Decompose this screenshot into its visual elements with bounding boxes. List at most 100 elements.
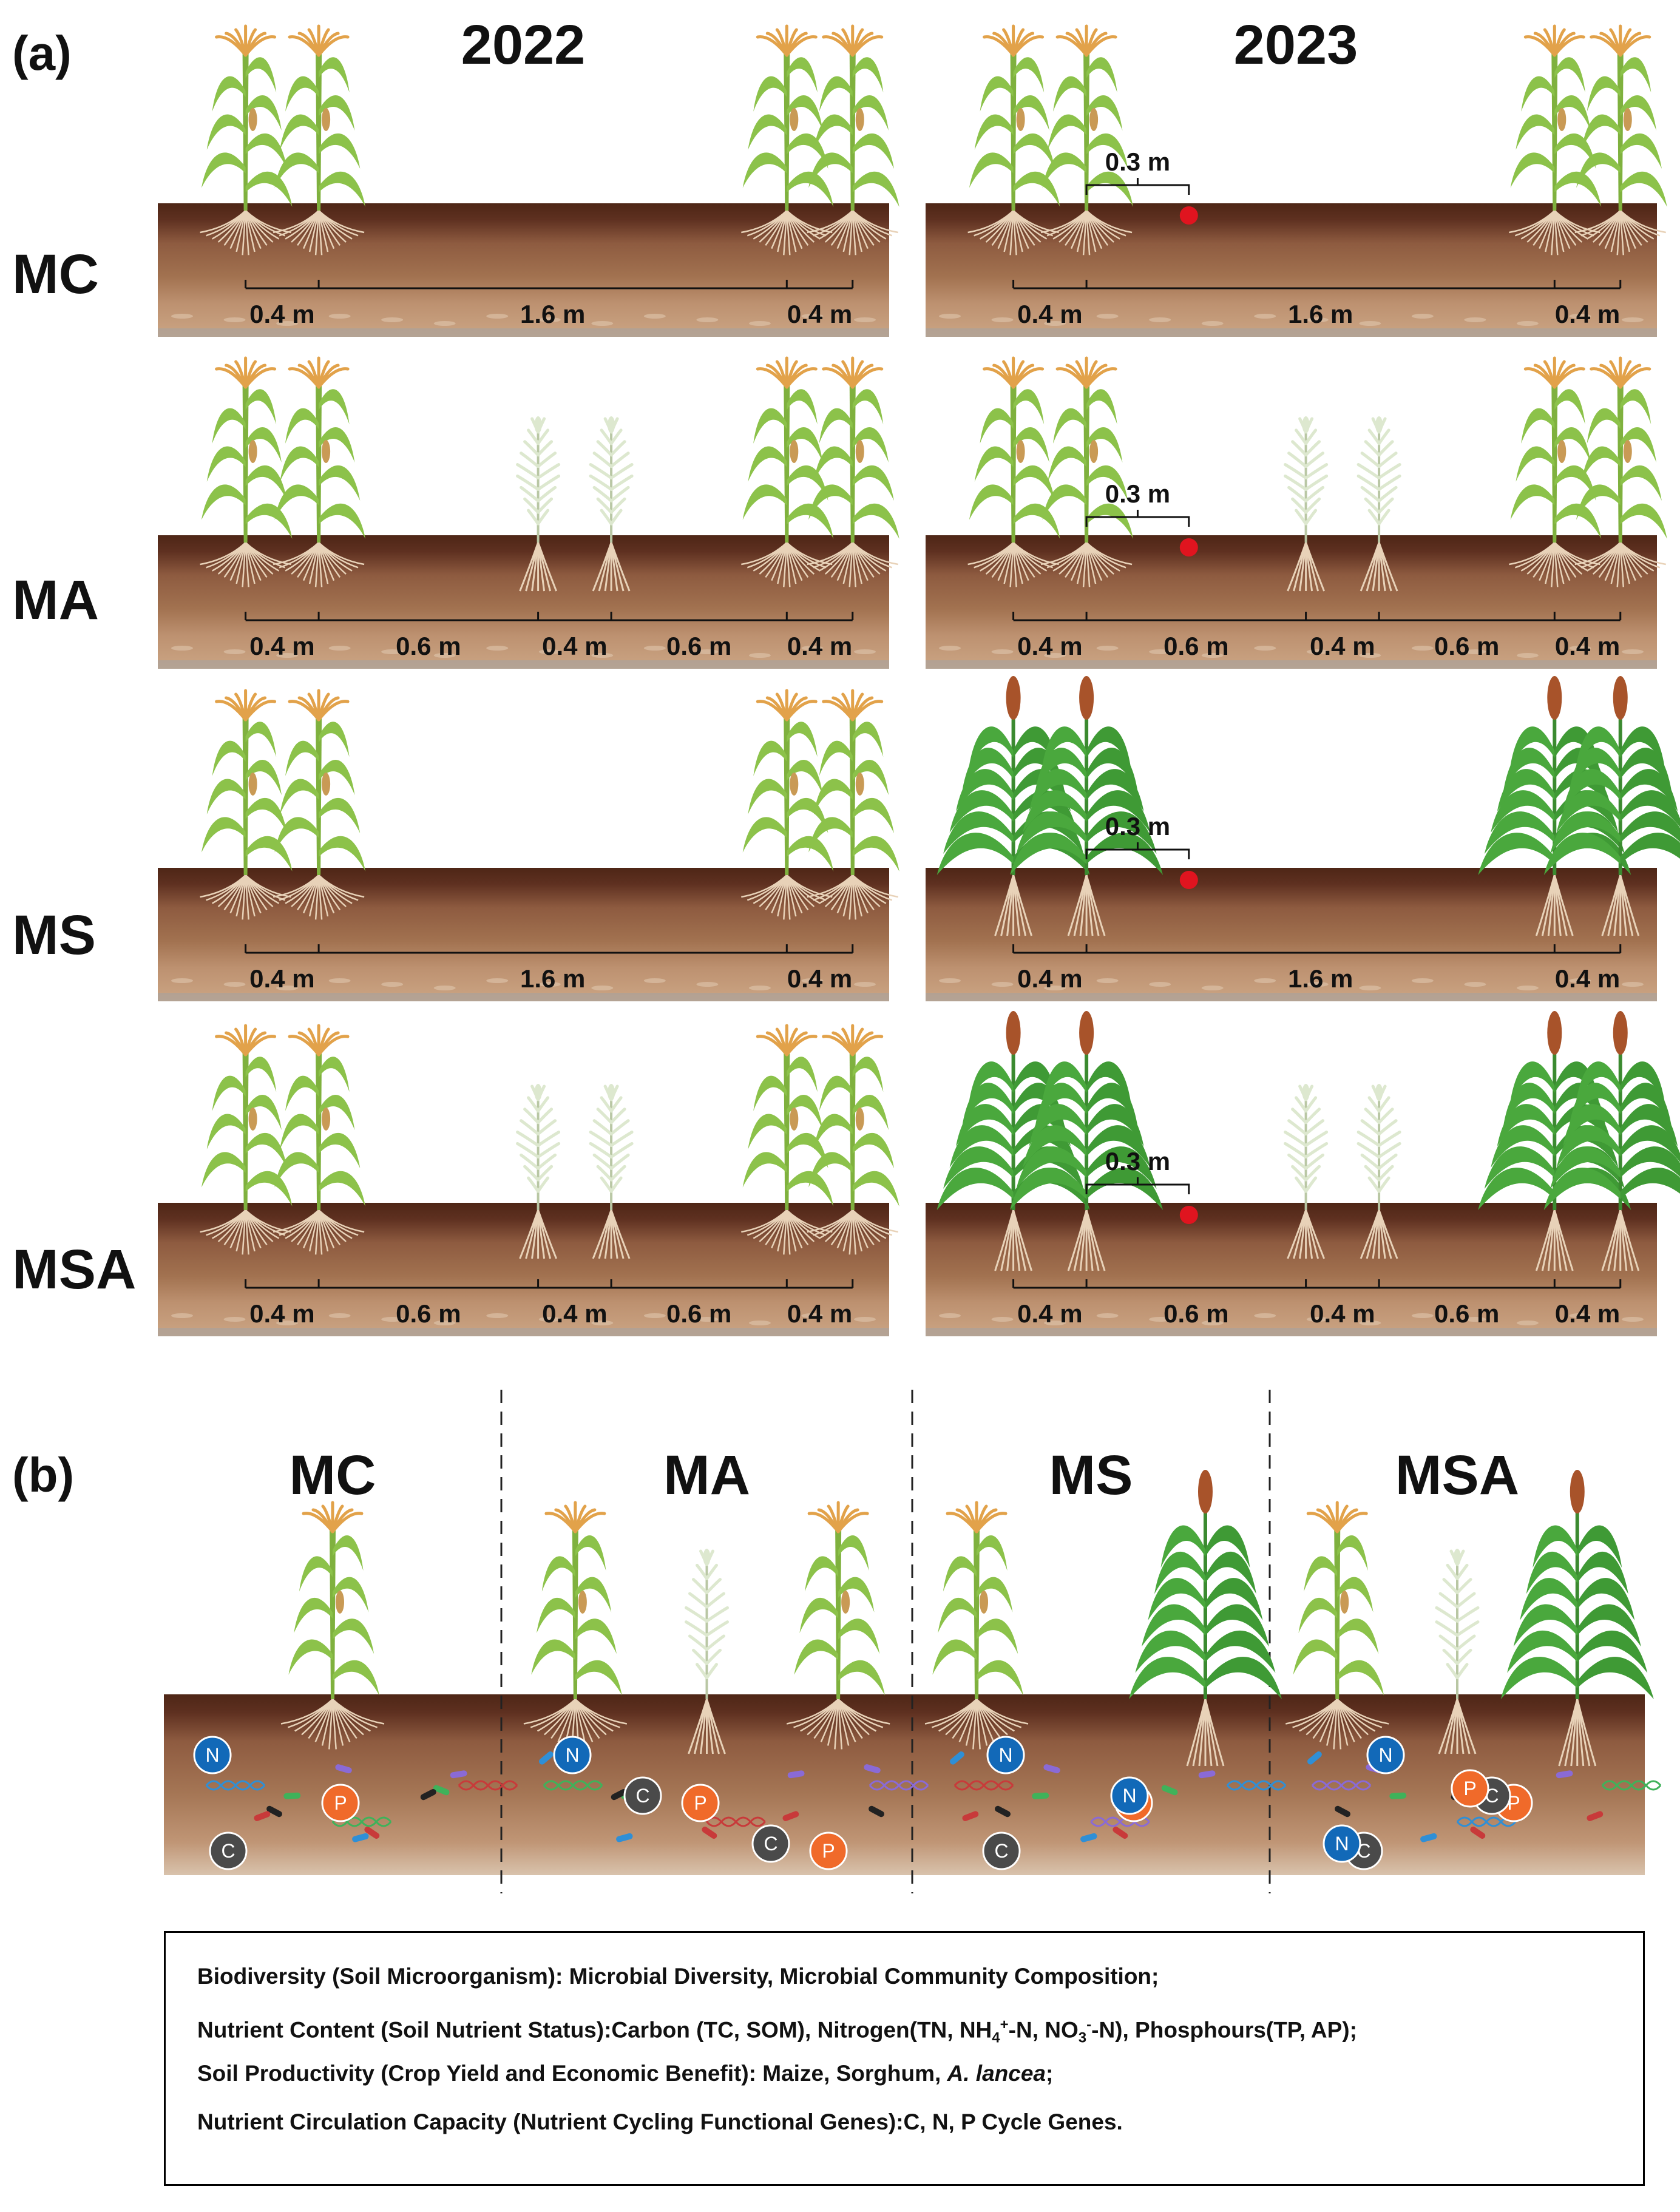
maize-plant — [531, 1501, 622, 1699]
maize-leaf — [319, 503, 366, 539]
maize-ear — [855, 773, 864, 796]
maize-leaf — [245, 836, 293, 871]
tap-roots — [994, 1209, 1033, 1271]
maize-leaf — [294, 1597, 333, 1634]
maize-ear — [790, 440, 799, 463]
soil-pebble — [538, 317, 561, 322]
soil-bedrock — [926, 328, 1657, 337]
tap-roots — [1535, 874, 1574, 936]
dna-strand — [1601, 1780, 1662, 1791]
lancea-leaf — [1304, 440, 1321, 457]
maize-plant — [742, 689, 834, 875]
maize-leaf — [838, 1535, 869, 1571]
lancea-leaf — [527, 1176, 540, 1193]
lancea-leaf — [1438, 1634, 1459, 1651]
maize-plant — [742, 356, 834, 543]
maize-leaf — [319, 427, 355, 463]
nutrient-badge: N — [1110, 1776, 1149, 1815]
maize-leaf — [1620, 465, 1662, 501]
fibrous-roots — [924, 1699, 1029, 1750]
sorghum-leaf — [1577, 1604, 1641, 1647]
maize-leaf — [1086, 465, 1128, 501]
maize-leaf — [1510, 152, 1555, 188]
maize-leaf — [819, 76, 853, 112]
maize-leaf — [245, 797, 287, 834]
maize-leaf — [819, 740, 853, 776]
sorghum-leaf — [1205, 1525, 1250, 1568]
maize-leaf — [280, 779, 319, 814]
nutrient-symbol: N — [998, 1744, 1012, 1766]
maize-tassel — [1335, 1512, 1368, 1534]
dimension-label: 0.4 m — [787, 632, 852, 660]
root-strand — [245, 1209, 291, 1233]
nutrient-symbol: N — [1378, 1744, 1392, 1766]
maize-ear — [1623, 440, 1632, 463]
maize-tassel — [317, 700, 350, 722]
sorghum-leaf — [1577, 1551, 1628, 1594]
panel-b-label: (b) — [12, 1448, 74, 1502]
lancea-leaf — [1284, 474, 1308, 491]
column-ms: MSNPCN — [924, 1444, 1287, 1870]
maize-plant — [202, 689, 293, 875]
soil-pebble — [381, 317, 404, 322]
dimension-label: 0.6 m — [1163, 632, 1228, 660]
soil-pebble — [328, 646, 351, 651]
maize-leaf — [1293, 1639, 1338, 1675]
lancea-leaf — [1295, 1176, 1308, 1193]
root-strand — [318, 1209, 365, 1233]
nutrient-symbol: P — [822, 1840, 835, 1862]
maize-leaf — [852, 57, 884, 93]
maize-leaf — [852, 133, 894, 169]
lancea-leaf — [523, 440, 540, 457]
soil-bedrock — [926, 993, 1657, 1001]
soil-pebble — [433, 653, 456, 658]
maize-leaf — [787, 503, 834, 539]
lancea-leaf — [1377, 440, 1394, 457]
maize-leaf — [333, 1618, 374, 1654]
maize-plant — [202, 1024, 293, 1210]
maize-tassel — [244, 367, 277, 389]
nutrient-circle — [623, 1776, 662, 1815]
sorghum-leaf — [1620, 1104, 1678, 1146]
maize-leaf — [974, 446, 1014, 482]
lancea-leaf — [1295, 1096, 1308, 1113]
soil-pebble — [223, 317, 246, 322]
lancea-leaf — [692, 1578, 708, 1595]
soil-pebble — [1044, 321, 1066, 326]
fibrous-roots — [741, 874, 833, 920]
lancea-leaf — [1377, 1165, 1394, 1182]
maize-tassel — [1012, 35, 1045, 57]
maize-leaf — [852, 427, 889, 463]
fibrous-roots — [200, 874, 291, 920]
dna-strand — [1226, 1780, 1287, 1791]
maize-leaf — [319, 1171, 366, 1206]
root-strand — [245, 542, 291, 566]
maize-leaf — [787, 1057, 818, 1092]
nutrient-badge: C — [623, 1776, 662, 1815]
microbe — [1080, 1833, 1097, 1842]
soil-pebble — [801, 1313, 824, 1318]
sorghum-leaf — [1563, 1104, 1621, 1146]
maize-leaf — [852, 760, 889, 796]
root-strand — [852, 1209, 898, 1233]
root-strand — [1085, 1209, 1106, 1271]
lancea-leaf — [1295, 428, 1308, 445]
panel-a-label: (a) — [12, 26, 72, 80]
soil-pebble — [381, 649, 404, 654]
sorghum-head — [1006, 676, 1021, 720]
maize-leaf — [319, 1132, 361, 1169]
soil-pebble — [1411, 646, 1434, 651]
maize-leaf — [285, 1075, 319, 1111]
soil-pebble — [854, 982, 876, 987]
dimension-label: 0.4 m — [1310, 632, 1375, 660]
sorghum-leaf — [1620, 769, 1678, 811]
fibrous-roots — [807, 542, 898, 587]
soil-pebble — [696, 317, 719, 322]
fibrous-roots — [1040, 210, 1133, 255]
lancea-leaf — [1304, 1131, 1329, 1148]
maize-leaf — [288, 1639, 333, 1675]
lancea-leaf — [1455, 1634, 1476, 1651]
lancea-leaf — [537, 509, 550, 526]
